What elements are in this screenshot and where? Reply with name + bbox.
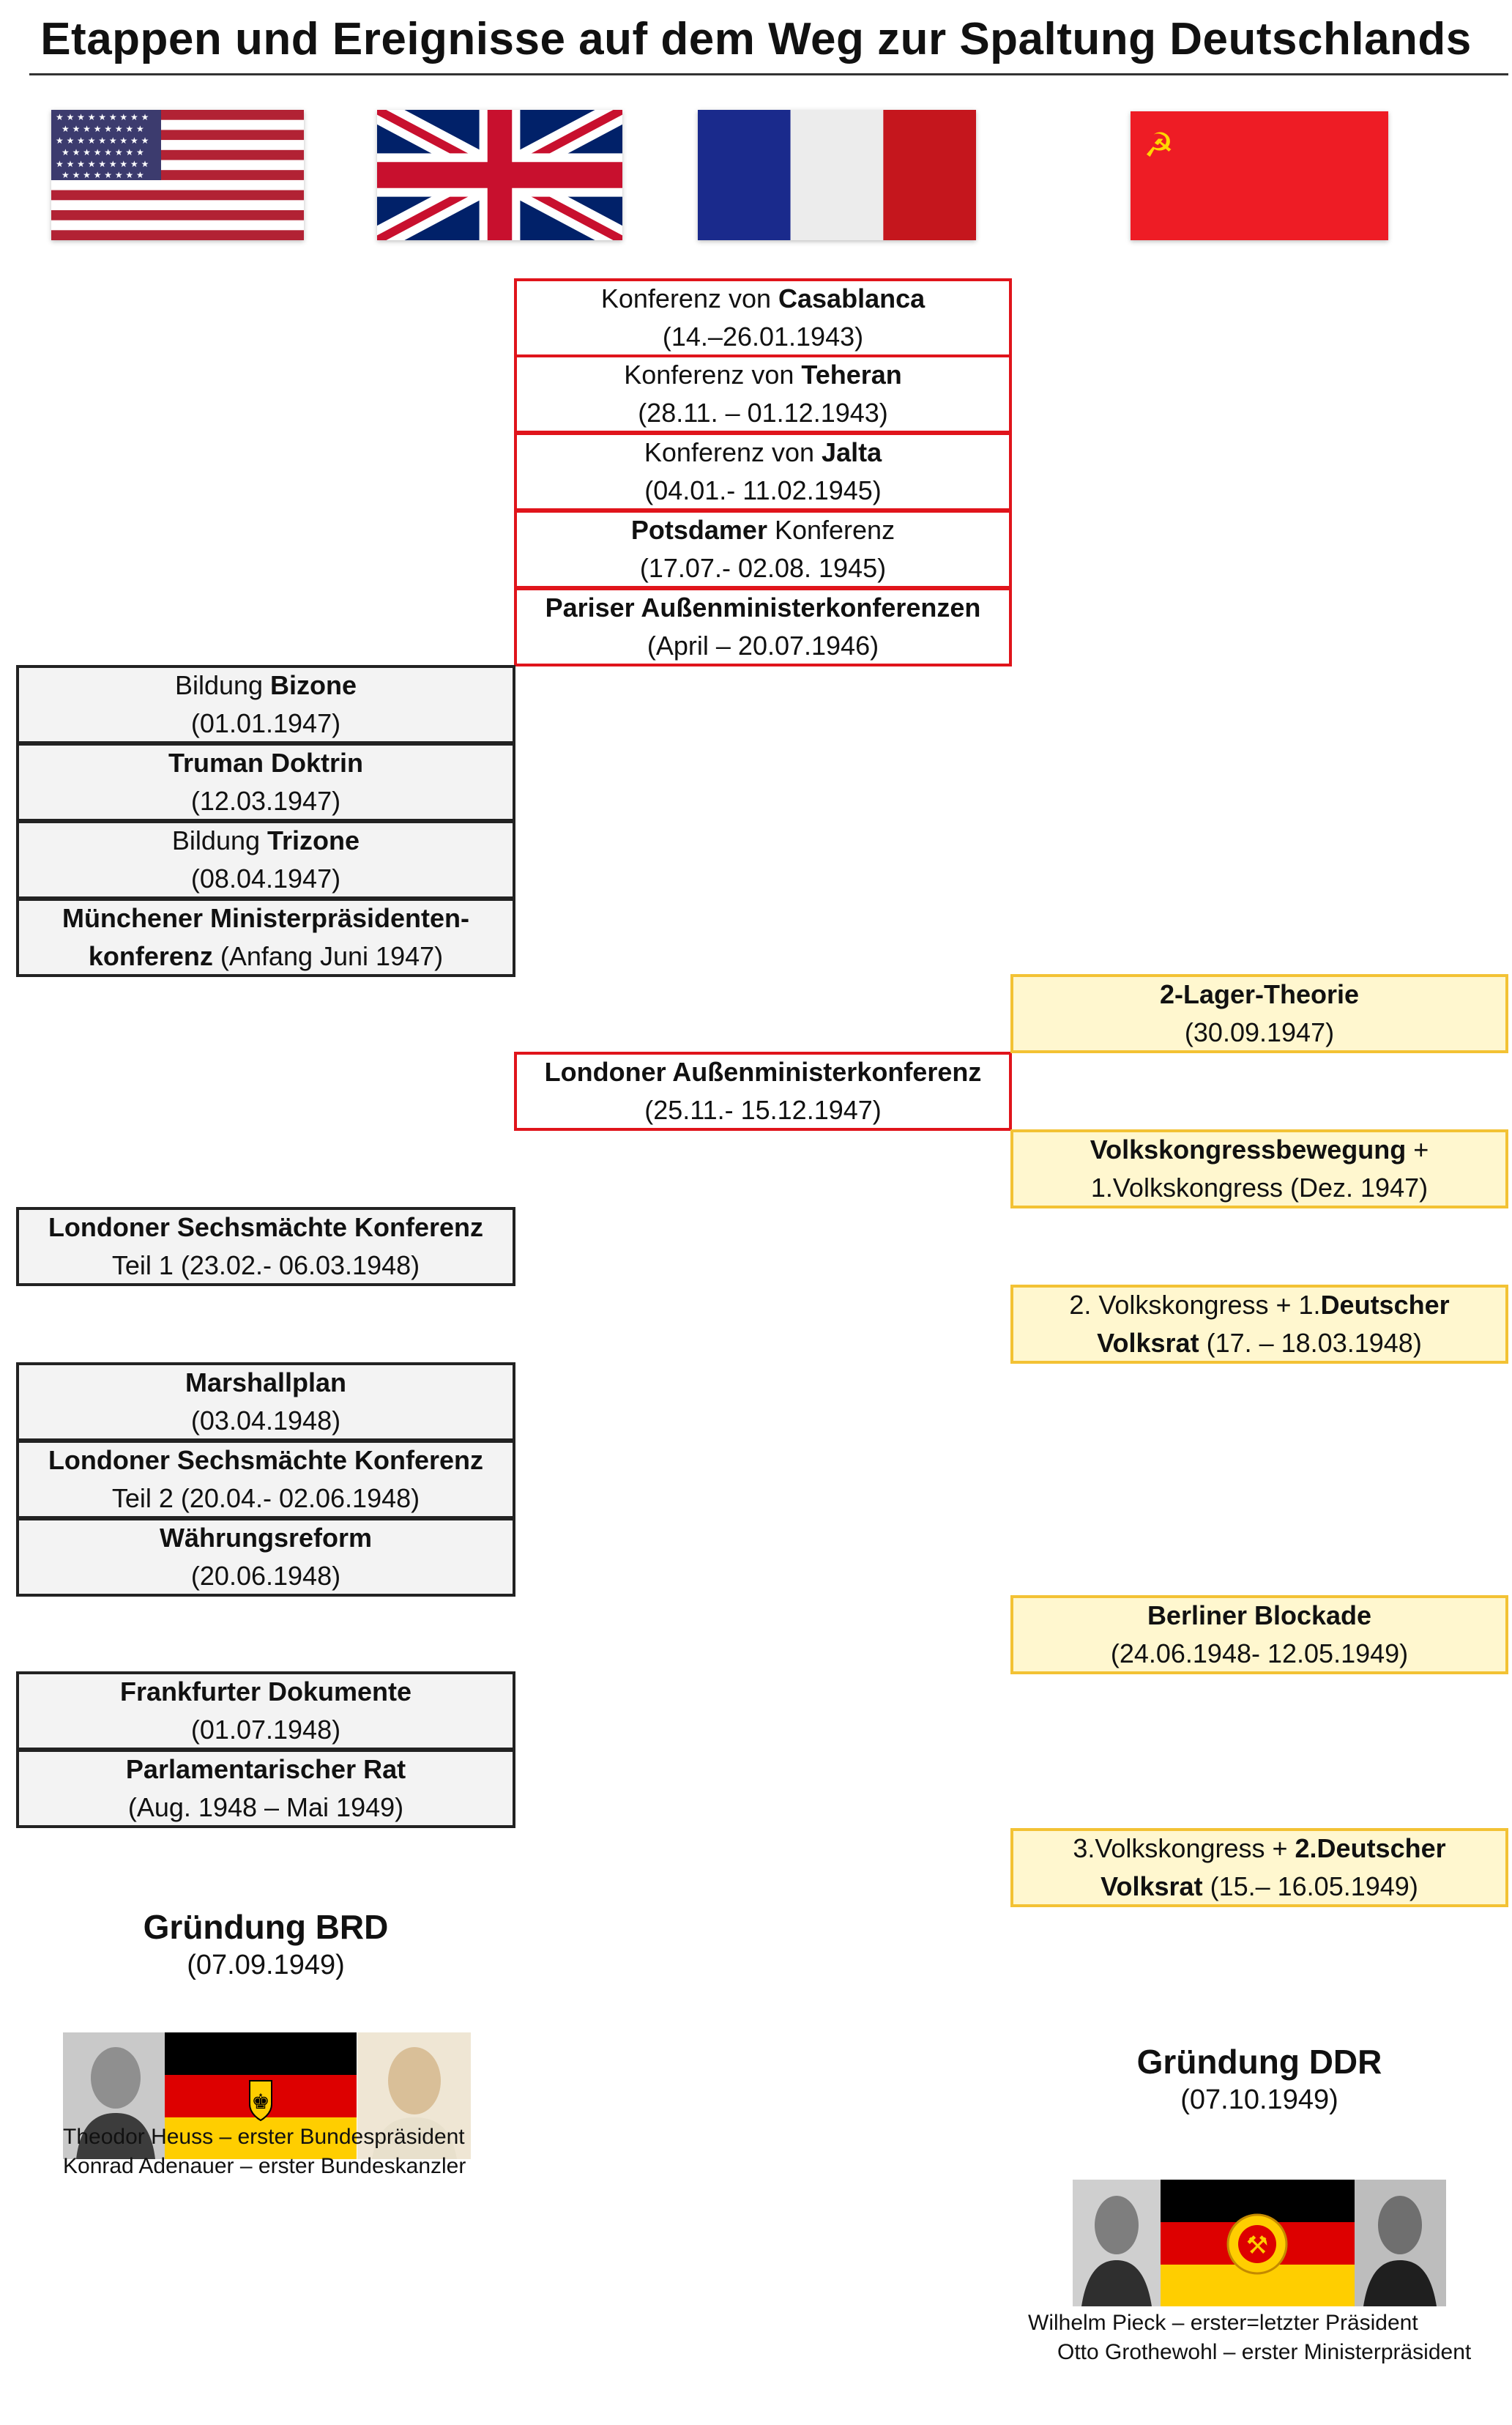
brd-founding: Gründung BRD (07.09.1949) <box>16 1907 515 1981</box>
svg-text:★ ★ ★ ★ ★ ★ ★ ★: ★ ★ ★ ★ ★ ★ ★ ★ <box>62 170 144 180</box>
ddr-founding-title: Gründung DDR <box>1136 2043 1382 2081</box>
allied-conference-teheran: Konferenz von Teheran (28.11. – 01.12.19… <box>514 354 1012 434</box>
brd-caption: Theodor Heuss – erster Bundespräsident K… <box>63 2125 466 2178</box>
pieck-portrait <box>1073 2180 1161 2306</box>
svg-text:☭: ☭ <box>1144 125 1174 165</box>
grotewohl-portrait <box>1355 2180 1446 2306</box>
svg-text:★ ★ ★ ★ ★ ★ ★ ★: ★ ★ ★ ★ ★ ★ ★ ★ <box>62 124 144 134</box>
west-event-parliament-council: Parlamentarischer Rat (Aug. 1948 – Mai 1… <box>16 1749 515 1828</box>
west-event-trizone: Bildung Trizone (08.04.1947) <box>16 820 515 899</box>
allied-conference-jalta: Konferenz von Jalta (04.01.- 11.02.1945) <box>514 432 1012 511</box>
brd-founding-title: Gründung BRD <box>143 1908 389 1946</box>
uk-flag <box>377 110 622 240</box>
svg-text:⚒: ⚒ <box>1246 2231 1268 2260</box>
france-flag <box>698 110 976 240</box>
ussr-flag: ☭ <box>1131 111 1388 240</box>
east-event-two-camp: 2-Lager-Theorie (30.09.1947) <box>1010 974 1508 1053</box>
allied-conference-potsdam: Potsdamer Konferenz (17.07.- 02.08. 1945… <box>514 510 1012 589</box>
ddr-flag-image: ⚒ <box>1161 2180 1355 2306</box>
west-event-truman: Truman Doktrin (12.03.1947) <box>16 743 515 822</box>
svg-text:★ ★ ★ ★ ★ ★ ★ ★ ★: ★ ★ ★ ★ ★ ★ ★ ★ ★ <box>56 112 149 122</box>
allied-conference-casablanca: Konferenz von Casablanca (14.–26.01.1943… <box>514 278 1012 357</box>
west-event-marshall: Marshallplan (03.04.1948) <box>16 1362 515 1441</box>
adenauer-portrait <box>357 2032 471 2159</box>
allied-conference-paris: Pariser Außenministerkonferenzen (April … <box>514 587 1012 666</box>
west-event-munich: Münchener Ministerpräsidenten- konferenz… <box>16 898 515 977</box>
west-event-bizone: Bildung Bizone (01.01.1947) <box>16 665 515 744</box>
east-event-people-council-2: 3.Volkskongress + 2.Deutscher Volksrat (… <box>1010 1828 1508 1907</box>
page-title: Etappen und Ereignisse auf dem Weg zur S… <box>40 14 1472 64</box>
svg-text:♚: ♚ <box>251 2090 269 2114</box>
svg-text:★ ★ ★ ★ ★ ★ ★ ★ ★: ★ ★ ★ ★ ★ ★ ★ ★ ★ <box>56 135 149 146</box>
svg-text:★ ★ ★ ★ ★ ★ ★ ★ ★: ★ ★ ★ ★ ★ ★ ★ ★ ★ <box>56 159 149 169</box>
svg-text:★ ★ ★ ★ ★ ★ ★ ★: ★ ★ ★ ★ ★ ★ ★ ★ <box>62 147 144 157</box>
heuss-portrait <box>63 2032 165 2159</box>
ddr-founding: Gründung DDR (07.10.1949) <box>1010 2042 1508 2116</box>
west-event-frankfurt: Frankfurter Dokumente (01.07.1948) <box>16 1671 515 1750</box>
ddr-founding-date: (07.10.1949) <box>1180 2084 1338 2115</box>
title-divider <box>29 73 1508 75</box>
east-event-people-council-1: 2. Volkskongress + 1.Deutscher Volksrat … <box>1010 1285 1508 1364</box>
brd-founding-date: (07.09.1949) <box>187 1950 345 1980</box>
west-event-london-six-1: Londoner Sechsmächte Konferenz Teil 1 (2… <box>16 1207 515 1286</box>
usa-flag: ★ ★ ★ ★ ★ ★ ★ ★ ★ ★ ★ ★ ★ ★ ★ ★ ★ ★ ★ ★ … <box>51 110 304 240</box>
allied-conference-london: Londoner Außenministerkonferenz (25.11.-… <box>514 1052 1012 1131</box>
ddr-caption: Wilhelm Pieck – erster=letzter Präsident… <box>1028 2311 1472 2364</box>
east-event-people-congress-1: Volkskongressbewegung + 1.Volkskongress … <box>1010 1129 1508 1208</box>
brd-flag-image: ♚ <box>165 2032 357 2159</box>
west-event-london-six-2: Londoner Sechsmächte Konferenz Teil 2 (2… <box>16 1440 515 1519</box>
west-event-currency-reform: Währungsreform (20.06.1948) <box>16 1518 515 1597</box>
east-event-berlin-blockade: Berliner Blockade (24.06.1948- 12.05.194… <box>1010 1595 1508 1674</box>
